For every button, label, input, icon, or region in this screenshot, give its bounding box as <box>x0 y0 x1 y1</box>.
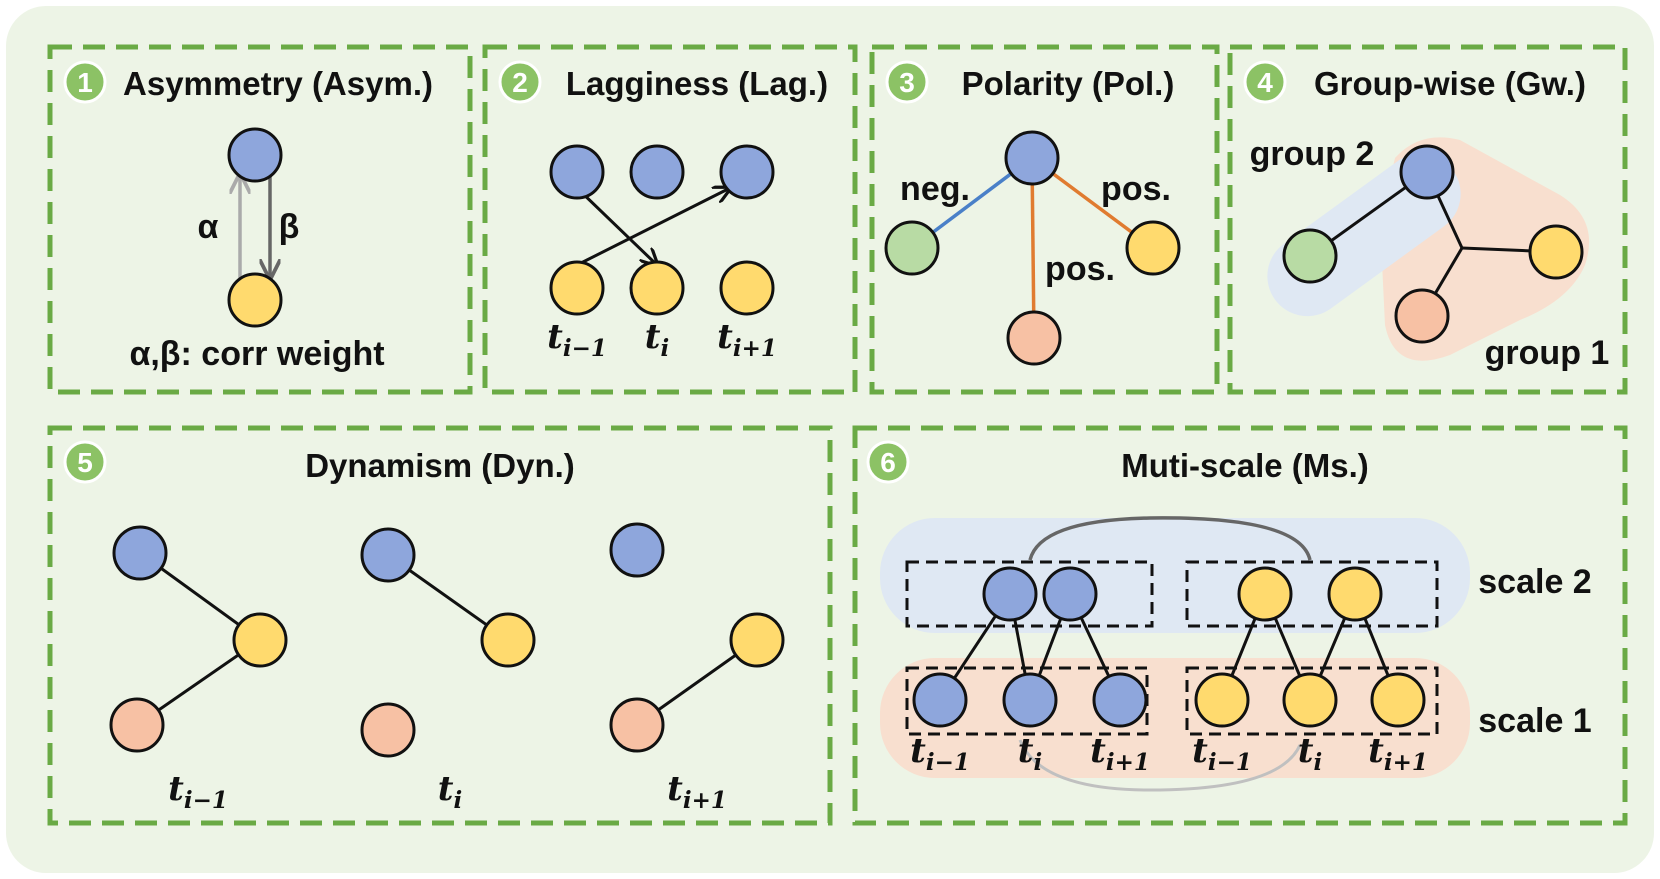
ms-time-label-blue-next: ti+1 <box>1090 731 1150 776</box>
badge-5-number: 5 <box>77 447 93 478</box>
neg-label: neg. <box>900 170 970 208</box>
dyn-next-node-peach <box>609 697 665 753</box>
scale-2-node-blue-1 <box>982 566 1038 622</box>
badge-4-number: 4 <box>1257 67 1273 98</box>
scale-1-node-blue-3 <box>1092 672 1148 728</box>
dyn-time-label-cur: ti <box>438 769 462 814</box>
panel-multi-scale: 6 Muti-scale (Ms.) ti−1 ti ti+1 ti−1 ti <box>852 425 1628 826</box>
badge-5 <box>63 440 107 484</box>
dyn-time-label-prev: ti−1 <box>168 769 228 814</box>
dyn-prev-node-peach <box>109 697 165 753</box>
badge-2 <box>498 60 542 104</box>
badge-4 <box>1243 60 1287 104</box>
dyn-next-node-blue <box>609 522 665 578</box>
badge-3 <box>885 60 929 104</box>
dyn-cur-node-yellow <box>480 612 536 668</box>
corr-weight-caption: α,β: corr weight <box>129 335 384 373</box>
node-blue-prev <box>549 144 605 200</box>
panel-multi-scale-title: Muti-scale (Ms.) <box>1121 447 1369 484</box>
scale-1-node-yellow-3 <box>1370 672 1426 728</box>
pos-label-right: pos. <box>1101 170 1171 208</box>
ms-time-label-blue-prev: ti−1 <box>910 731 970 776</box>
scale-1-label: scale 1 <box>1478 702 1591 740</box>
badge-6-number: 6 <box>880 447 896 478</box>
panel-multi-scale-border <box>852 425 1628 826</box>
panel-group-wise-title: Group-wise (Gw.) <box>1314 65 1586 102</box>
node-blue <box>1399 144 1455 200</box>
node-yellow-cur <box>629 260 685 316</box>
panel-dynamism-title: Dynamism (Dyn.) <box>305 447 575 484</box>
ms-time-label-yellow-cur: ti <box>1298 731 1322 776</box>
node-yellow-prev <box>549 260 605 316</box>
panel-polarity-border <box>869 44 1220 395</box>
scale-2-region <box>880 518 1470 633</box>
scale-2-node-yellow-2 <box>1327 566 1383 622</box>
time-label-prev: ti−1 <box>547 317 607 362</box>
badge-3-number: 3 <box>899 67 915 98</box>
scale-1-node-yellow-2 <box>1282 672 1338 728</box>
scale-1-node-blue-1 <box>912 672 968 728</box>
node-green <box>1282 228 1338 284</box>
scale-2-window-left <box>905 560 1154 628</box>
dyn-time-label-next: ti+1 <box>667 769 727 814</box>
panel-lagginess-title: Lagginess (Lag.) <box>566 65 828 102</box>
dyn-cur-node-peach <box>360 702 416 758</box>
scale-2-window-right <box>1185 560 1439 628</box>
beta-label: β <box>279 208 300 246</box>
time-label-cur: ti <box>645 317 669 362</box>
panel-polarity-title: Polarity (Pol.) <box>962 65 1175 102</box>
panel-asymmetry-border <box>47 44 473 395</box>
panel-lagginess: 2 Lagginess (Lag.) ti−1 ti ti+1 <box>482 44 858 395</box>
node-peach <box>1394 288 1450 344</box>
scale-2-arc <box>1028 516 1312 561</box>
node-blue <box>1004 130 1060 186</box>
panel-dynamism-border <box>47 425 833 826</box>
scale-1-node-yellow-1 <box>1194 672 1250 728</box>
lag-edge-2 <box>576 188 730 267</box>
dyn-next-node-yellow <box>729 612 785 668</box>
scale-2-node-blue-2 <box>1042 566 1098 622</box>
scale-1-window-right <box>1185 666 1439 736</box>
node-green <box>884 220 940 276</box>
panel-group-wise-border <box>1227 44 1628 395</box>
ms-time-label-blue-cur: ti <box>1018 731 1042 776</box>
node-blue <box>227 127 283 183</box>
lag-edge-1 <box>575 186 657 265</box>
node-blue-next <box>719 144 775 200</box>
panel-group-wise: 4 Group-wise (Gw.) group 2 group 1 <box>1227 44 1628 395</box>
scale-2-node-yellow-1 <box>1237 566 1293 622</box>
node-yellow <box>227 272 283 328</box>
dyn-cur-node-blue <box>360 527 416 583</box>
dyn-prev-node-blue <box>112 525 168 581</box>
time-label-next: ti+1 <box>717 317 777 362</box>
ms-time-label-yellow-prev: ti−1 <box>1192 731 1252 776</box>
node-peach <box>1006 310 1062 366</box>
badge-1 <box>63 60 107 104</box>
node-yellow <box>1125 220 1181 276</box>
group-1-label: group 1 <box>1485 334 1610 372</box>
diagram-background <box>6 6 1654 873</box>
group-2-label: group 2 <box>1250 135 1375 173</box>
panel-lagginess-border <box>482 44 858 395</box>
panel-dynamism: 5 Dynamism (Dyn.) ti−1 ti ti+1 <box>47 425 833 826</box>
badge-6 <box>866 440 910 484</box>
scale-1-node-blue-2 <box>1002 672 1058 728</box>
positive-edge-bottom <box>1030 157 1036 339</box>
panel-asymmetry-title: Asymmetry (Asym.) <box>123 65 433 102</box>
panel-asymmetry: 1 Asymmetry (Asym.) α β α,β: corr weight <box>47 44 473 395</box>
panel-polarity: 3 Polarity (Pol.) neg. pos. pos. <box>869 44 1220 395</box>
pos-label-bottom: pos. <box>1045 250 1115 288</box>
scale-1-arc <box>1018 739 1302 792</box>
node-yellow-next <box>719 260 775 316</box>
ms-time-label-yellow-next: ti+1 <box>1368 731 1428 776</box>
badge-1-number: 1 <box>77 67 93 98</box>
alpha-label: α <box>198 208 219 246</box>
scale-2-label: scale 2 <box>1478 563 1591 601</box>
node-yellow <box>1528 224 1584 280</box>
badge-2-number: 2 <box>512 67 528 98</box>
dyn-prev-node-yellow <box>232 612 288 668</box>
node-blue-cur <box>629 144 685 200</box>
